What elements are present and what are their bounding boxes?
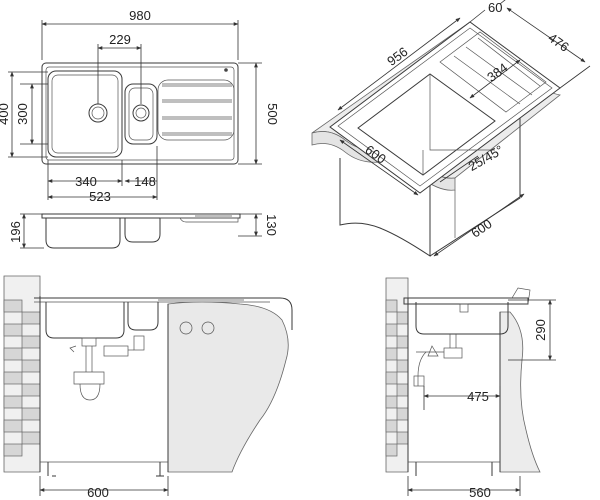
drain-hole-icon [201, 321, 215, 335]
front-cabinet-panel [167, 301, 289, 473]
small-drain-icon [132, 104, 150, 122]
dim-600-depth: 600 [468, 216, 494, 241]
siphon-icon [69, 335, 145, 401]
dim-290: 290 [533, 319, 548, 341]
dim-980: 980 [129, 8, 151, 23]
front-small-bowl [127, 302, 159, 331]
dim-523: 523 [89, 189, 111, 204]
dim-300: 300 [15, 103, 30, 125]
front-bricks [3, 299, 41, 457]
profile-small-bowl [124, 218, 161, 243]
dim-560: 560 [469, 485, 491, 500]
profile-main-bowl [45, 218, 121, 249]
dim-500: 500 [265, 103, 280, 125]
dim-340: 340 [75, 174, 97, 189]
dim-956: 956 [384, 44, 410, 69]
iso-view: 60 476 956 384 600 25/45° 600 [311, 0, 591, 257]
dim-400: 400 [0, 103, 11, 125]
side-cabinet-panel [499, 311, 541, 473]
profile-view: 196 130 [8, 213, 279, 249]
dim-475: 475 [467, 389, 489, 404]
side-siphon-icon [413, 334, 463, 387]
side-bowl [415, 302, 509, 335]
front-main-bowl [45, 302, 125, 339]
dim-600-front: 600 [87, 485, 109, 500]
dim-148: 148 [134, 174, 156, 189]
front-install-view: 600 [3, 275, 293, 500]
sink-outline [41, 62, 239, 165]
side-install-view: 290 475 560 [385, 277, 556, 500]
dim-196: 196 [8, 221, 23, 243]
drainer-ribs [157, 79, 235, 141]
dim-130: 130 [264, 214, 279, 236]
dim-60: 60 [488, 0, 502, 15]
main-bowl [47, 70, 123, 158]
dim-229: 229 [109, 32, 131, 47]
dim-476: 476 [545, 30, 571, 55]
top-view: 980 229 400 300 500 340 148 523 [0, 8, 280, 204]
drain-hole-icon [179, 321, 193, 335]
